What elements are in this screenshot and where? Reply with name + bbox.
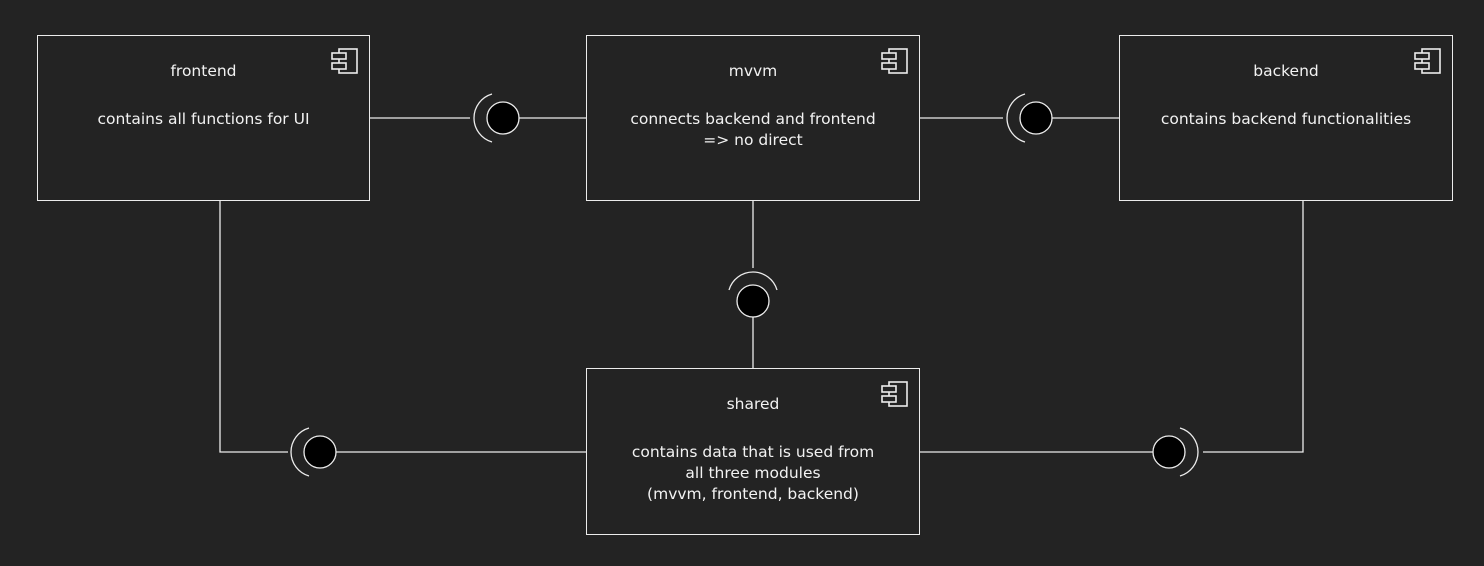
interface-ball [303, 435, 337, 469]
connector-frontend-shared [219, 201, 586, 477]
component-description: contains backend functionalities [1160, 110, 1412, 128]
socket-arc [728, 271, 778, 291]
socket-arc [1006, 93, 1026, 143]
component-icon [881, 48, 908, 74]
connector-backend-shared [920, 201, 1304, 477]
component-shared[interactable]: shared contains data that is used from a… [586, 368, 920, 535]
socket-arc [290, 427, 310, 477]
interface-ball [736, 284, 770, 318]
connector-frontend-mvvm [370, 93, 586, 143]
component-description: contains all functions for UI [97, 110, 310, 128]
connector-line [219, 201, 288, 453]
component-name: frontend [170, 62, 237, 80]
interface-ball [486, 101, 520, 135]
connector-mvvm-backend [920, 93, 1119, 143]
component-mvvm[interactable]: mvvm connects backend and frontend => no… [586, 35, 920, 201]
component-name: shared [726, 395, 780, 413]
component-description: contains data that is used from all thre… [631, 443, 875, 503]
socket-arc [473, 93, 493, 143]
socket-arc [1179, 427, 1199, 477]
component-frontend[interactable]: frontend contains all functions for UI [37, 35, 370, 201]
component-name: backend [1253, 62, 1319, 80]
component-icon [881, 381, 908, 407]
component-icon [1414, 48, 1441, 74]
component-backend[interactable]: backend contains backend functionalities [1119, 35, 1453, 201]
component-icon [331, 48, 358, 74]
component-description: connects backend and frontend => no dire… [630, 110, 876, 149]
connector-line [1203, 201, 1304, 453]
interface-ball [1152, 435, 1186, 469]
interface-ball [1019, 101, 1053, 135]
component-name: mvvm [728, 62, 778, 80]
connector-mvvm-shared [728, 201, 778, 368]
